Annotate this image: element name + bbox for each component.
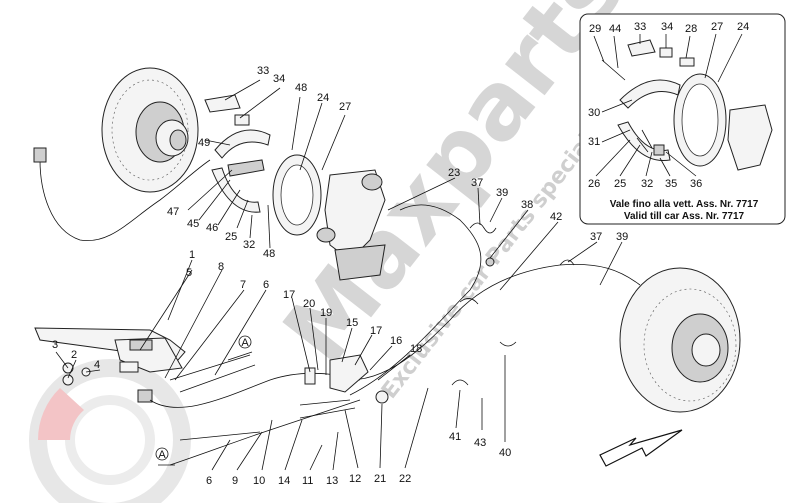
callout-16: 16 <box>390 335 402 347</box>
callout-8: 8 <box>218 261 224 273</box>
callout-23: 23 <box>448 167 460 179</box>
callout-46: 46 <box>206 222 218 234</box>
handbrake-lever <box>34 327 186 403</box>
callout-45: 45 <box>187 218 199 230</box>
callout-10: 10 <box>253 475 265 487</box>
reference-a-upper-label: A <box>241 337 249 349</box>
callout-42: 42 <box>550 211 562 223</box>
callout-39-right: 39 <box>616 231 628 243</box>
front-direction-arrow-icon <box>599 429 683 467</box>
reference-arrow-a-upper: A <box>227 335 253 361</box>
callout-39-upper: 39 <box>496 187 508 199</box>
inset-callout-32: 32 <box>641 178 653 190</box>
parking-brake-shoes <box>204 94 271 213</box>
hub-carrier-upright <box>316 169 386 281</box>
inset-leader-lines <box>593 33 743 177</box>
rear-left-brake-disc <box>101 67 199 193</box>
inset-callout-33: 33 <box>634 21 646 33</box>
callout-22: 22 <box>399 473 411 485</box>
inset-callout-30: 30 <box>588 107 600 119</box>
inset-panel: Vale fino alla vett. Ass. Nr. 7717 Valid… <box>579 13 786 225</box>
callout-6-upper: 6 <box>263 279 269 291</box>
leader-lines <box>55 79 623 471</box>
inset-callout-36: 36 <box>690 178 702 190</box>
callout-5: 5 <box>186 267 192 279</box>
callout-37-upper: 37 <box>471 177 483 189</box>
callout-12: 12 <box>349 473 361 485</box>
callout-15: 15 <box>346 317 358 329</box>
callout-37-right: 37 <box>590 231 602 243</box>
callout-4: 4 <box>94 359 100 371</box>
callout-labels: 33 34 48 24 27 49 47 45 46 25 32 48 23 3… <box>52 65 628 487</box>
callout-27: 27 <box>339 101 351 113</box>
callout-18: 18 <box>410 343 422 355</box>
callout-9: 9 <box>232 475 238 487</box>
backing-plate <box>272 154 322 236</box>
callout-41: 41 <box>449 431 461 443</box>
callout-40: 40 <box>499 447 511 459</box>
callout-17-left: 17 <box>283 289 295 301</box>
callout-11: 11 <box>302 475 313 487</box>
callout-3: 3 <box>52 339 58 351</box>
inset-callout-27: 27 <box>711 21 723 33</box>
callout-17-right: 17 <box>370 325 382 337</box>
inset-caption-english: Valid till car Ass. Nr. 7717 <box>624 211 745 222</box>
inset-callout-labels: 29 44 33 34 28 27 24 30 31 26 25 32 35 3… <box>588 21 749 190</box>
inset-callout-31: 31 <box>588 136 600 148</box>
callout-48-lower: 48 <box>263 248 275 260</box>
callout-25: 25 <box>225 231 237 243</box>
callout-20: 20 <box>303 298 315 310</box>
callout-34: 34 <box>273 73 285 85</box>
reference-arrow-a-lower: A <box>155 447 175 466</box>
inset-callout-44: 44 <box>609 23 621 35</box>
inset-callout-26: 26 <box>588 178 600 190</box>
callout-21: 21 <box>374 473 386 485</box>
callout-2: 2 <box>71 349 77 361</box>
reference-a-lower-label: A <box>158 449 166 461</box>
callout-49: 49 <box>198 137 210 149</box>
rear-right-brake-disc <box>619 267 741 413</box>
callout-43: 43 <box>474 437 486 449</box>
inset-callout-25: 25 <box>614 178 626 190</box>
callout-32: 32 <box>243 239 255 251</box>
callout-47: 47 <box>167 206 179 218</box>
callout-48-upper: 48 <box>295 82 307 94</box>
equalizer-bracket <box>304 354 389 404</box>
wear-sensor-cable <box>33 147 211 242</box>
callout-19: 19 <box>320 307 332 319</box>
callout-38: 38 <box>521 199 533 211</box>
callout-33: 33 <box>257 65 269 77</box>
callout-24: 24 <box>317 92 329 104</box>
callout-1: 1 <box>189 249 195 261</box>
callout-13: 13 <box>326 475 338 487</box>
callout-7: 7 <box>240 279 246 291</box>
inset-caption-italian: Vale fino alla vett. Ass. Nr. 7717 <box>610 199 759 210</box>
callout-6-lower: 6 <box>206 475 212 487</box>
inset-callout-24: 24 <box>737 21 749 33</box>
inset-callout-29: 29 <box>589 23 601 35</box>
watermark-gear-logo <box>29 359 191 503</box>
inset-callout-35: 35 <box>665 178 677 190</box>
inset-callout-34: 34 <box>661 21 673 33</box>
callout-14: 14 <box>278 475 290 487</box>
inset-callout-28: 28 <box>685 23 697 35</box>
